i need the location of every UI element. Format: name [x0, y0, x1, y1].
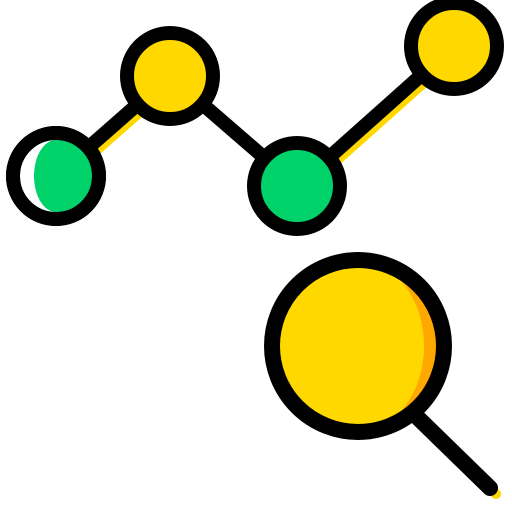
magnifier-lens — [264, 252, 452, 440]
chart-point-4 — [404, 0, 504, 96]
chart-point-3 — [247, 136, 347, 236]
magnifier-handle — [404, 404, 501, 499]
chart-point-2 — [120, 26, 220, 126]
chart-point-1 — [6, 126, 106, 226]
